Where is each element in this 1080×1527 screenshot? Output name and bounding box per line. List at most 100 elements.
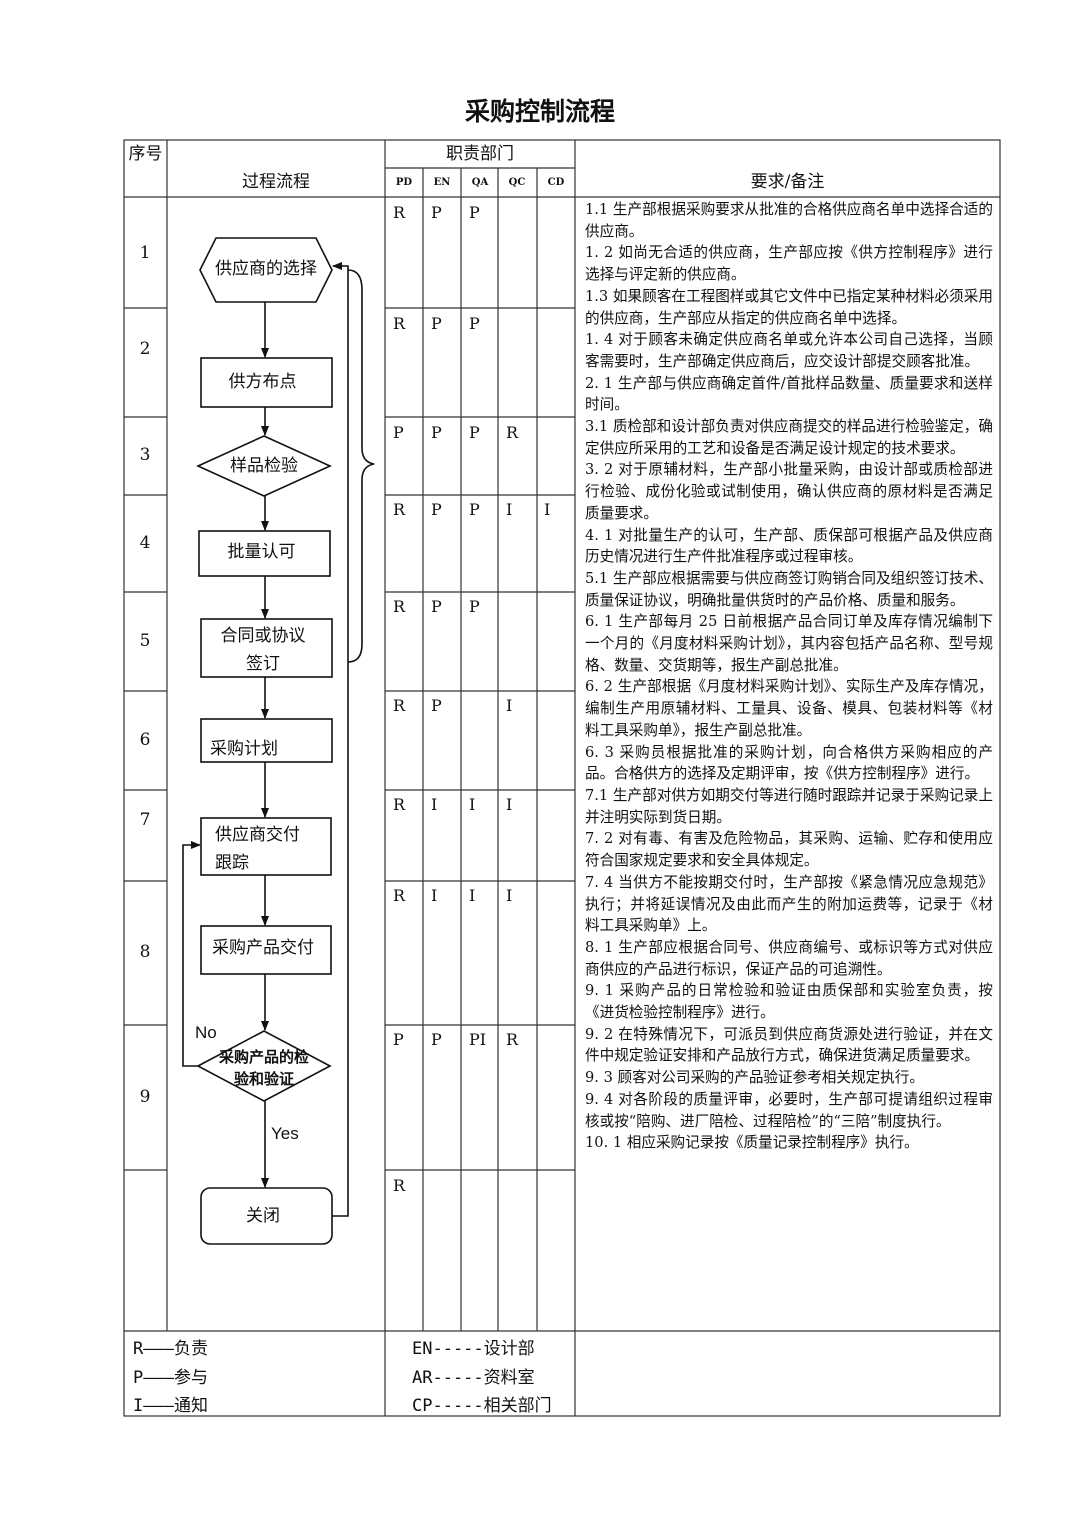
responsibility-code: P	[469, 203, 480, 222]
yes-label: Yes	[271, 1124, 299, 1143]
requirement-item: 4. 1 对批量生产的认可，生产部、质保部可根据产品及供应商历史情况进行生产件批…	[585, 526, 993, 566]
responsibility-code: R	[393, 1176, 406, 1195]
requirement-item: 1. 4 对于顾客未确定供应商名单或允许本公司自己选择，当顾客需要时，生产部确定…	[585, 331, 993, 370]
responsibility-code: P	[469, 314, 480, 333]
requirement-item: 6. 2 生产部根据《月度材料采购计划》、实际生产及库存情况，编制生产用原辅材料…	[585, 678, 993, 739]
delivery-tracking-node	[200, 817, 332, 876]
responsibility-code: I	[544, 500, 551, 519]
legend-departments: EN-----设计部 AR-----资料室 CP-----相关部门	[412, 1335, 552, 1421]
responsibility-code: P	[431, 423, 442, 442]
dept-header: 职责部门	[446, 144, 514, 164]
row-number: 3	[139, 445, 151, 465]
row-number: 5	[139, 631, 151, 651]
responsibility-code: R	[506, 423, 519, 442]
responsibility-code: P	[469, 500, 480, 519]
seq-header: 序号	[128, 144, 163, 164]
contract-label-line2: 签订	[246, 654, 280, 674]
row-number: 4	[139, 533, 151, 553]
requirements-header: 要求/备注	[750, 172, 825, 192]
responsibility-code: R	[393, 203, 406, 222]
dept-code-header: QA	[471, 177, 489, 188]
requirement-item: 7. 4 当供方不能按期交付时，生产部按《紧急情况应急规范》执行；并将延误情况及…	[585, 873, 993, 935]
dept-code-header: CD	[547, 177, 565, 188]
inspection-label-line1: 采购产品的检	[218, 1048, 309, 1066]
row-number: 7	[139, 810, 151, 830]
legend-item: AR-----资料室	[412, 1367, 535, 1388]
responsibility-code: P	[431, 500, 442, 519]
contract-label-line1: 合同或协议	[220, 626, 306, 646]
row-number: 8	[139, 942, 151, 962]
inspection-verification-node	[196, 1030, 332, 1102]
supplier-layout-node	[200, 357, 333, 408]
legend-item: CP-----相关部门	[412, 1396, 552, 1416]
responsibility-code: I	[506, 696, 513, 715]
supplier-selection-node	[199, 237, 333, 303]
responsibility-code: R	[506, 1030, 519, 1049]
dept-code-header: QC	[508, 177, 526, 188]
no-label: No	[195, 1023, 217, 1042]
legend-item: I———通知	[133, 1396, 208, 1416]
requirement-item: 9. 2 在特殊情况下，可派员到供应商货源处进行验证，并在文件中规定验证安排和产…	[585, 1025, 993, 1065]
row-number: 6	[139, 730, 151, 750]
legend-item: R———负责	[133, 1339, 208, 1359]
requirement-item: 1.3 如果顾客在工程图样或其它文件中已指定某种材料必须采用的供应商，生产部应从…	[585, 287, 993, 327]
product-delivery-node	[200, 925, 332, 975]
responsibility-code: I	[431, 886, 438, 905]
responsibility-code: I	[431, 795, 438, 814]
requirement-item: 9. 1 采购产品的日常检验和验证由质保部和实验室负责，按《进货检验控制程序》进…	[585, 982, 993, 1022]
responsibility-code: R	[393, 597, 406, 616]
process-header: 过程流程	[242, 172, 310, 192]
sample-inspection-label: 样品检验	[230, 456, 298, 476]
responsibility-code: P	[431, 597, 442, 616]
legend-item: EN-----设计部	[412, 1339, 535, 1359]
tracking-label-line1: 供应商交付	[215, 825, 300, 845]
dept-code-header: PD	[395, 177, 413, 188]
requirement-item: 8. 1 生产部应根据合同号、供应商编号、或标识等方式对供应商供应的产品进行标识…	[585, 938, 993, 978]
requirement-item: 3. 2 对于原辅材料，生产部小批量采购，由设计部或质检部进行检验、成份化验或试…	[585, 461, 993, 522]
responsibility-code: R	[393, 314, 406, 333]
row-number: 2	[139, 339, 151, 359]
legend-roles: R———负责 P———参与 I———通知	[133, 1335, 208, 1421]
responsibility-code: P	[469, 597, 480, 616]
batch-approval-label: 批量认可	[227, 542, 296, 562]
responsibility-code: I	[506, 795, 513, 814]
requirement-item: 1.1 生产部根据采购要求从批准的合格供应商名单中选择合适的供应商。	[585, 201, 993, 240]
tracking-label-line2: 跟踪	[215, 853, 249, 873]
legend-item: P———参与	[133, 1367, 208, 1388]
supplier-selection-label: 供应商的选择	[215, 259, 317, 279]
product-delivery-label: 采购产品交付	[212, 938, 314, 958]
requirement-item: 7. 2 对有毒、有害及危险物品，其采购、运输、贮存和使用应符合国家规定要求和安…	[585, 830, 993, 870]
sample-inspection-node	[196, 435, 332, 497]
requirements-text: 1.1 生产部根据采购要求从批准的合格供应商名单中选择合适的供应商。 1. 2 如…	[585, 199, 993, 1154]
close-label: 关闭	[246, 1206, 280, 1226]
responsibility-code: P	[469, 423, 480, 442]
requirement-item: 9. 4 对各阶段的质量评审，必要时，生产部可提请组织过程审核或按“陪购、进厂陪…	[585, 1090, 993, 1130]
supplier-layout-label: 供方布点	[228, 372, 297, 392]
requirement-item: 5.1 生产部应根据需要与供应商签订购销合同及组织签订技术、质量保证协议，明确批…	[585, 569, 993, 609]
responsibility-code: P	[431, 203, 442, 222]
responsibility-code: R	[393, 696, 406, 715]
contract-node	[200, 618, 333, 678]
responsibility-code: P	[431, 1030, 442, 1049]
responsibility-code: P	[393, 423, 404, 442]
requirement-item: 6. 3 采购员根据批准的采购计划，向合格供方采购相应的产品。合格供方的选择及定…	[585, 743, 993, 783]
responsibility-code: P	[431, 696, 442, 715]
responsibility-code: R	[393, 886, 406, 905]
requirement-item: 2. 1 生产部与供应商确定首件/首批样品数量、质量要求和送样时间。	[585, 374, 993, 414]
page-title: 采购控制流程	[464, 97, 615, 126]
purchase-plan-label: 采购计划	[210, 739, 278, 759]
inspection-label-line2: 验和验证	[233, 1070, 294, 1088]
responsibility-code: P	[393, 1030, 404, 1049]
row-number: 1	[139, 243, 151, 263]
requirement-item: 9. 3 顾客对公司采购的产品验证参考相关规定执行。	[585, 1069, 924, 1087]
requirement-item: 3.1 质检部和设计部负责对供应商提交的样品进行检验鉴定，确定供应所采用的工艺和…	[585, 418, 993, 457]
requirement-item: 10. 1 相应采购记录按《质量记录控制程序》执行。	[585, 1134, 919, 1152]
requirement-item: 6. 1 生产部每月 25 日前根据产品合同订单及库存情况编制下一个月的《月度材…	[585, 613, 993, 674]
responsibility-code: R	[393, 795, 406, 814]
requirement-item: 1. 2 如尚无合适的供应商，生产部应按《供方控制程序》进行选择与评定新的供应商…	[585, 244, 993, 284]
responsibility-code: PI	[469, 1030, 487, 1049]
purchase-plan-node	[200, 718, 333, 763]
responsibility-code: R	[393, 500, 406, 519]
